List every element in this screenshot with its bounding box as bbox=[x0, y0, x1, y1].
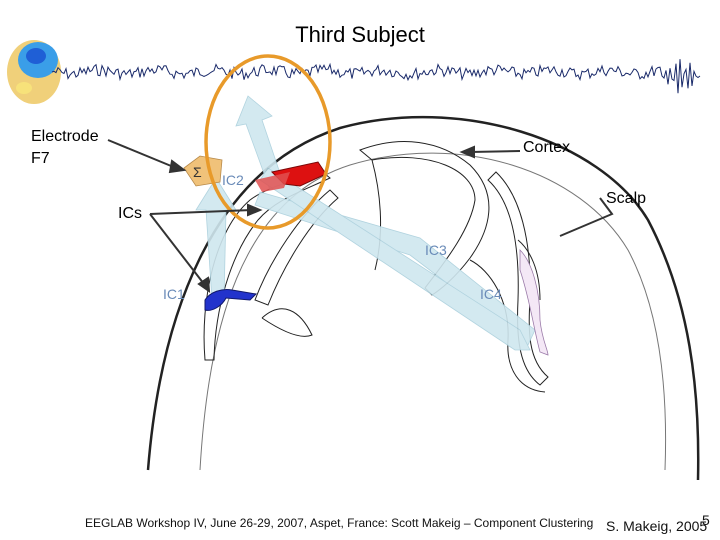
ics-label: ICs bbox=[118, 205, 142, 222]
cortex-label: Cortex bbox=[523, 139, 571, 156]
ic4-source bbox=[519, 249, 549, 356]
label-pointers bbox=[107, 139, 614, 294]
page-number: 5 bbox=[702, 512, 710, 528]
electrode-label-line1: Electrode bbox=[31, 128, 99, 145]
electrode-label-line2: F7 bbox=[31, 150, 50, 167]
author-credit: S. Makeig, 2005 bbox=[606, 518, 708, 534]
scalp-label: Scalp bbox=[606, 190, 647, 207]
ic1-label: IC1 bbox=[163, 286, 185, 302]
head-map-thumbnail bbox=[7, 40, 61, 104]
electrode-sum-node bbox=[183, 155, 223, 187]
footer-text: EEGLAB Workshop IV, June 26-29, 2007, As… bbox=[85, 516, 594, 530]
sum-symbol: Σ bbox=[193, 164, 202, 180]
scalp-outline bbox=[146, 115, 700, 481]
ic1-source bbox=[204, 289, 258, 311]
ic3-label: IC3 bbox=[425, 242, 447, 258]
highlight-circle bbox=[204, 54, 332, 230]
ic2-label: IC2 bbox=[222, 172, 244, 188]
eeg-trace bbox=[51, 59, 701, 94]
ic2-shadow bbox=[255, 172, 290, 192]
ic4-label: IC4 bbox=[480, 286, 502, 302]
slide-title: Third Subject bbox=[295, 22, 425, 47]
